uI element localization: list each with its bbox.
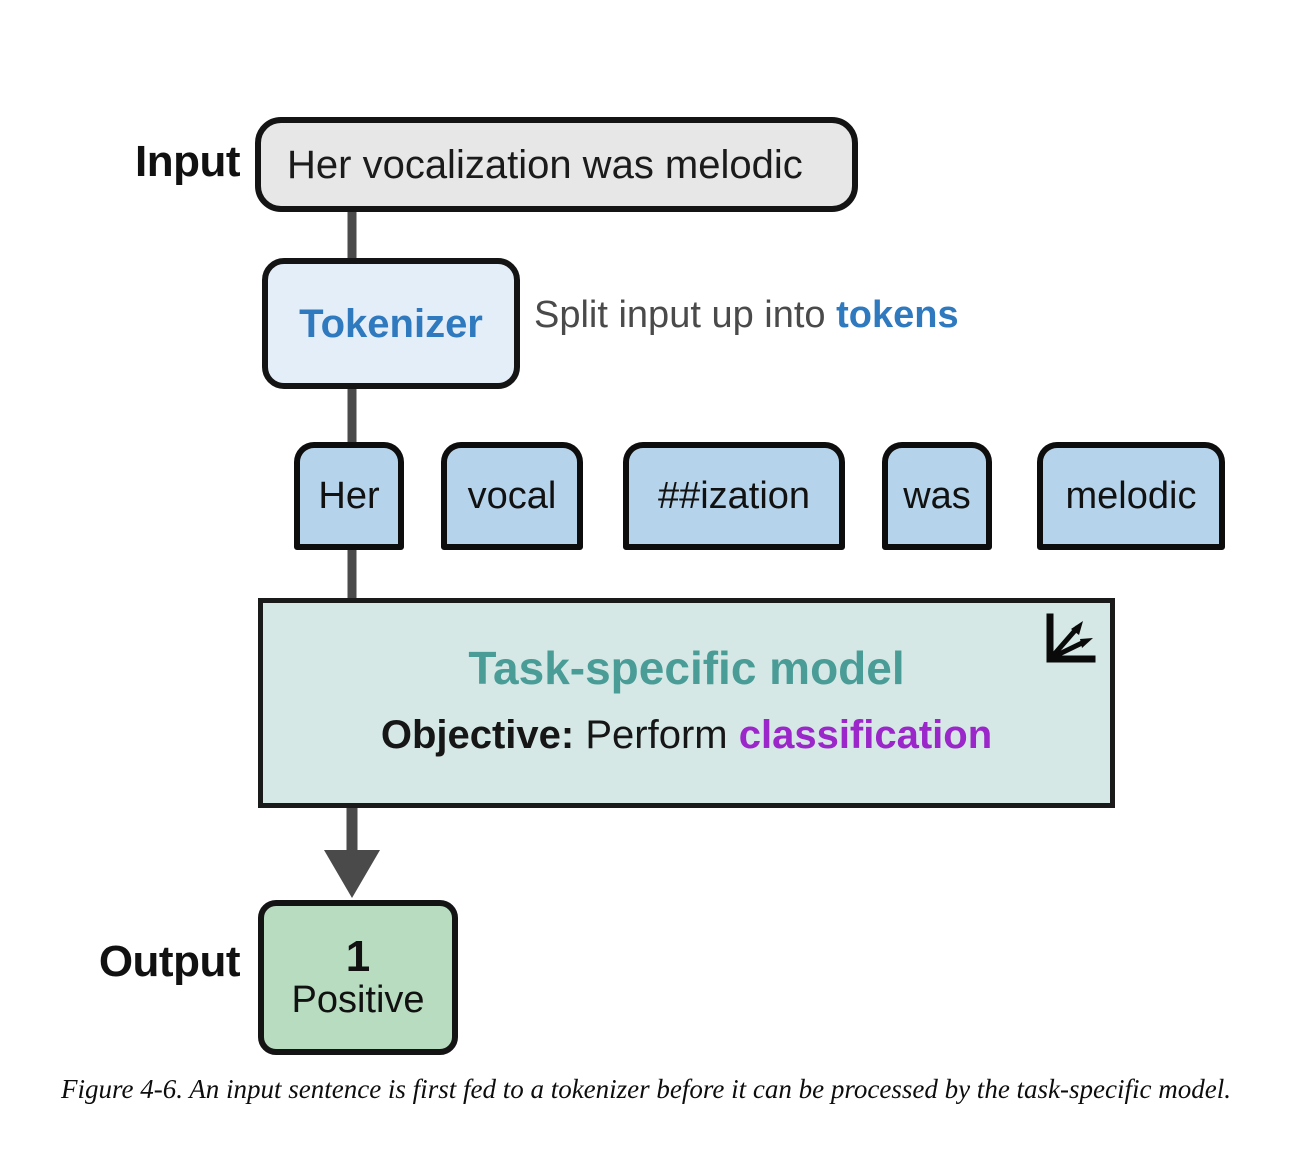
- output-class-label: Positive: [291, 978, 425, 1021]
- model-objective-highlight: classification: [738, 713, 993, 757]
- arrowhead-to-output: [324, 850, 380, 898]
- tokenizer-caption: Split input up into tokens: [534, 296, 959, 334]
- tokenizer-box: Tokenizer: [262, 258, 520, 389]
- token-chip-label: was: [903, 475, 971, 517]
- token-chip-1: vocal: [441, 442, 583, 550]
- token-chip-label: vocal: [467, 475, 557, 517]
- input-sentence-text: Her vocalization was melodic: [287, 142, 803, 187]
- model-title: Task-specific model: [468, 642, 905, 694]
- output-box: 1 Positive: [258, 900, 458, 1055]
- input-label: Input: [134, 137, 241, 186]
- tokenizer-caption-prefix: Split input up into: [534, 294, 837, 336]
- model-objective-label: Objective:: [380, 713, 575, 757]
- figure-caption: Figure 4-6. An input sentence is first f…: [61, 1074, 1231, 1104]
- axis-arrows-icon: [1046, 613, 1096, 663]
- token-chip-2: ##ization: [623, 442, 845, 550]
- token-chip-3: was: [882, 442, 992, 550]
- token-chip-label: Her: [318, 475, 380, 517]
- output-label: Output: [98, 937, 241, 986]
- token-chip-label: ##ization: [657, 475, 811, 517]
- tokenizer-label: Tokenizer: [299, 301, 483, 346]
- input-sentence-box: Her vocalization was melodic: [255, 117, 858, 212]
- token-chip-0: Her: [294, 442, 404, 550]
- tokenizer-caption-highlight: tokens: [836, 294, 959, 336]
- output-value: 1: [345, 932, 371, 982]
- model-objective: Objective: Perform classification: [263, 715, 1110, 755]
- token-chip-label: melodic: [1065, 475, 1197, 517]
- model-objective-action: Perform: [574, 713, 739, 757]
- token-chip-4: melodic: [1037, 442, 1225, 550]
- task-specific-model-box: Task-specific model Objective: Perform c…: [258, 598, 1115, 808]
